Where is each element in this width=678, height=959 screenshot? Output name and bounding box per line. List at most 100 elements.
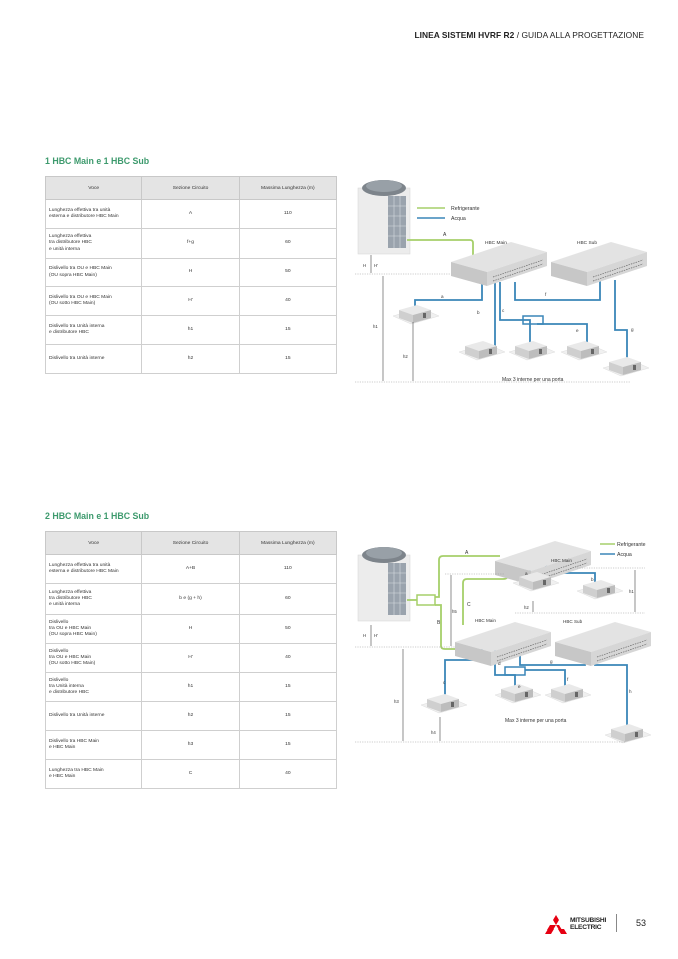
cell-voce-line: tra distributore HBC — [49, 240, 92, 246]
col-header-max: Massima Lunghezza (m) — [238, 176, 338, 200]
cell-sezione: f+g — [141, 228, 240, 259]
cell-voce-line: Dislivello tra OU e HBC Main — [49, 294, 112, 300]
cell-max-length: 15 — [238, 730, 338, 760]
col-header-max: Massima Lunghezza (m) — [238, 531, 338, 555]
label-pipe-g: g — [550, 659, 553, 664]
section1-diagram: Refrigerante Acqua A HBC Main HBC Sub a … — [355, 179, 650, 383]
page-number: 53 — [636, 918, 647, 928]
section1-table: Voce Sezione Circuito Massima Lunghezza … — [44, 176, 338, 374]
cell-max-length: 60 — [238, 583, 338, 615]
col-header-sezione: Sezione Circuito — [141, 531, 240, 555]
label-h3: h3 — [394, 699, 399, 704]
refrigerant-joint-icon — [416, 594, 436, 606]
col-header-voce: Voce — [44, 531, 143, 555]
cell-voce-line: (OU sopra HBC Main) — [49, 632, 97, 638]
cell-voce-line: tra OU e HBC Main — [49, 625, 92, 631]
cell-sezione: h3 — [141, 730, 240, 760]
cell-sezione: A+B — [141, 554, 240, 584]
cell-sezione: b e (g + h) — [141, 583, 240, 615]
table-row: Dislivello tra OU e HBC Main(OU sotto HB… — [44, 286, 338, 316]
dimension-arrows — [370, 255, 414, 381]
section2-diagram: Refrigerante Acqua A B C HBC Main HBC Ma… — [355, 540, 652, 744]
cell-voce-line: Lunghezza effettiva — [49, 234, 92, 240]
hbc-sub-unit-icon — [550, 241, 648, 287]
cell-max-length: 60 — [238, 228, 338, 259]
section2-table: Voce Sezione Circuito Massima Lunghezza … — [44, 531, 338, 789]
cell-voce-line: Dislivello tra OU e HBC Main — [49, 266, 112, 272]
label-H-prime: H' — [374, 263, 378, 268]
cell-voce: Dislivello tra Unità interne — [44, 344, 143, 374]
label-h5: h5 — [452, 609, 457, 614]
label-B: B — [437, 620, 441, 626]
reference-lines — [355, 273, 630, 383]
cell-voce-line: (OU sotto HBC Main) — [49, 661, 96, 667]
cell-voce-line: e unità interna — [49, 246, 80, 252]
cell-voce-line: tra Unità interna — [49, 683, 84, 689]
indoor-unit-icon — [560, 340, 608, 361]
indoor-unit-icon — [576, 579, 624, 600]
mitsubishi-electric-logo: MITSUBISHI ELECTRIC — [545, 915, 606, 934]
label-C: C — [467, 602, 471, 608]
label-h2: h2 — [403, 354, 408, 359]
cell-sezione: H — [141, 614, 240, 644]
cell-max-length: 15 — [238, 315, 338, 345]
label-pipe-a: a — [525, 571, 528, 576]
label-h1: h1 — [373, 324, 378, 329]
cell-sezione: h1 — [141, 315, 240, 345]
cell-max-length: 15 — [238, 344, 338, 374]
refrigerant-pipe-a — [407, 239, 474, 262]
cell-voce-line: e HBC Main — [49, 745, 76, 750]
cell-voce-line: (OU sotto HBC Main) — [49, 301, 96, 306]
hbc-main-bottom-unit-icon — [454, 621, 552, 667]
cell-max-length: 50 — [238, 258, 338, 287]
cell-voce-line: Dislivello — [49, 619, 69, 625]
col-header-sezione: Sezione Circuito — [141, 176, 240, 200]
label-h2: h2 — [524, 605, 529, 610]
cell-sezione: h2 — [141, 344, 240, 374]
label-pipe-a: a — [441, 294, 444, 299]
label-a-upper: A — [443, 232, 447, 238]
cell-voce-line: esterna e distributore HBC Main — [49, 214, 119, 219]
cell-voce-line: Dislivello — [49, 677, 69, 683]
cell-voce-line: Dislivello tra Unità interna — [49, 323, 105, 329]
label-h1: h1 — [629, 589, 634, 594]
label-pipe-f: f — [567, 677, 569, 682]
cell-sezione: C — [141, 759, 240, 789]
label-H: H — [363, 633, 366, 638]
water-pipes — [414, 280, 628, 362]
cell-voce-line: tra distributore HBC — [49, 595, 92, 601]
col-header-voce: Voce — [44, 176, 143, 200]
brand-line1: MITSUBISHI — [570, 917, 607, 925]
brand-line2: ELECTRIC — [570, 923, 602, 931]
label-pipe-g: g — [631, 327, 634, 332]
cell-sezione: H' — [141, 643, 240, 673]
hbc-sub-unit-icon — [554, 621, 652, 667]
label-pipe-e: e — [518, 684, 521, 689]
indoor-unit-icon — [604, 723, 652, 744]
three-diamonds-icon — [545, 915, 567, 934]
cell-voce-line: Lunghezza effettiva — [49, 589, 92, 595]
label-hbc-main-top: HBC Main — [551, 558, 572, 563]
legend-water: Acqua — [617, 552, 632, 558]
cell-sezione: h1 — [141, 672, 240, 702]
legend-water: Acqua — [451, 216, 466, 222]
outdoor-unit-icon — [357, 179, 411, 255]
label-hbc-sub: HBC Sub — [563, 619, 583, 624]
cell-max-length: 40 — [238, 286, 338, 316]
label-pipe-b: b — [591, 577, 594, 582]
cell-voce-line: Dislivello tra Unità interne — [49, 712, 105, 718]
label-A: A — [465, 550, 469, 556]
page-header: LINEA SISTEMI HVRF R2 / GUIDA ALLA PROGE… — [414, 30, 644, 40]
